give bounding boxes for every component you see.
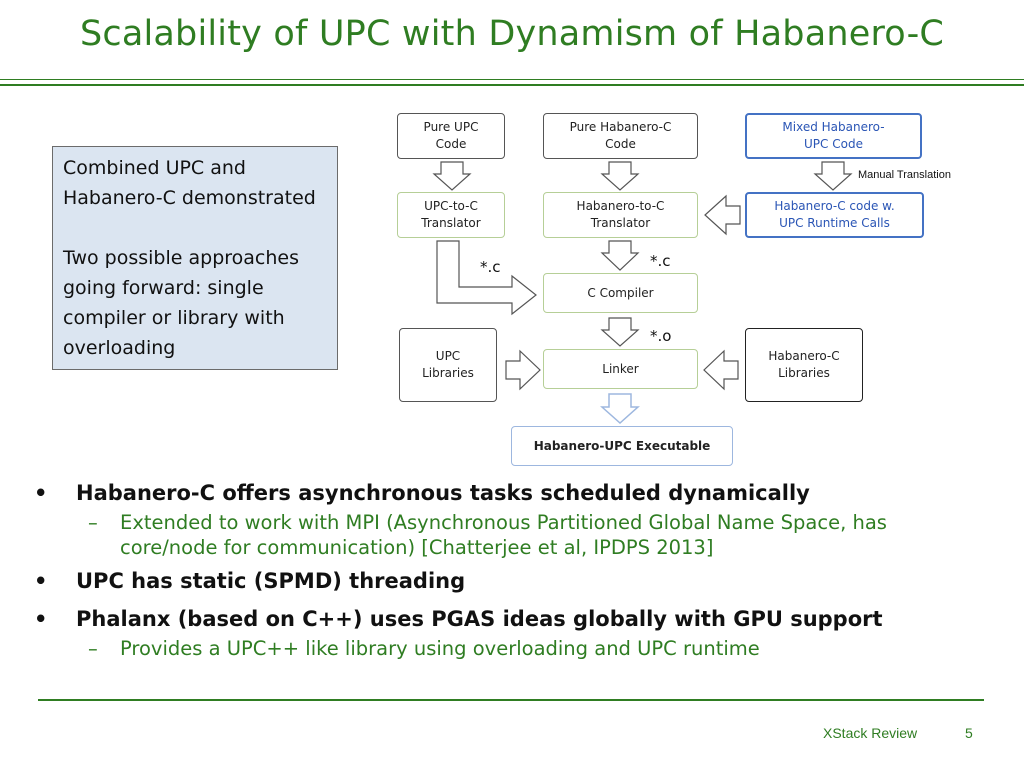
slide-title: Scalability of UPC with Dynamism of Haba…	[79, 14, 945, 54]
sub-bullet-item: – Provides a UPC++ like library using ov…	[30, 636, 990, 661]
sub-bullet-marker: –	[88, 511, 98, 534]
sub-bullet-item: – Extended to work with MPI (Asynchronou…	[30, 510, 990, 560]
bullet-marker: •	[34, 569, 48, 593]
footer-label: XStack Review	[823, 725, 918, 741]
bullet-text: Habanero-C offers asynchronous tasks sch…	[76, 481, 810, 505]
down-arrow-executable	[600, 393, 640, 425]
upc-libraries-box: UPC Libraries	[399, 328, 497, 402]
bullet-marker: •	[34, 607, 48, 631]
bullet-list: • Habanero-C offers asynchronous tasks s…	[30, 478, 990, 667]
note-line: going forward: single	[63, 277, 264, 299]
bullet-text: UPC has static (SPMD) threading	[76, 569, 466, 593]
down-arrow-hc-translator	[600, 240, 640, 271]
note-line: Habanero-C demonstrated	[63, 187, 316, 209]
habanero-libraries-box: Habanero-C Libraries	[745, 328, 863, 402]
note-line: Two possible approaches	[63, 247, 299, 269]
pure-habanero-box: Pure Habanero-C Code	[543, 113, 698, 159]
bullet-text: Phalanx (based on C++) uses PGAS ideas g…	[76, 607, 883, 631]
upc-translator-box: UPC-to-C Translator	[397, 192, 505, 238]
left-arrow-hc-libraries	[703, 349, 739, 391]
down-arrow-compiler	[600, 317, 640, 347]
down-arrow-hc	[600, 161, 640, 191]
title-rule-bold	[0, 84, 1024, 86]
pure-upc-box: Pure UPC Code	[397, 113, 505, 159]
c-compiler-box: C Compiler	[543, 273, 698, 313]
habanero-translator-box: Habanero-to-C Translator	[543, 192, 698, 238]
object-file-label: *.o	[650, 327, 672, 345]
note-line: compiler or library with	[63, 307, 285, 329]
summary-note: Combined UPC and Habanero-C demonstrated…	[52, 146, 338, 370]
c-file-label-right: *.c	[650, 252, 671, 270]
bullet-item: • Habanero-C offers asynchronous tasks s…	[30, 478, 990, 508]
habanero-runtime-box: Habanero-C code w. UPC Runtime Calls	[745, 192, 924, 238]
sub-bullet-text: Provides a UPC++ like library using over…	[120, 637, 760, 660]
note-line: overloading	[63, 337, 176, 359]
bullet-item: • Phalanx (based on C++) uses PGAS ideas…	[30, 604, 990, 634]
bullet-item: • UPC has static (SPMD) threading	[30, 566, 990, 596]
sub-bullet-text: Extended to work with MPI (Asynchronous …	[120, 511, 887, 559]
elbow-arrow-upc	[436, 240, 537, 316]
down-arrow-mixed	[813, 161, 853, 191]
sub-bullet-marker: –	[88, 637, 98, 660]
linker-box: Linker	[543, 349, 698, 389]
bullet-marker: •	[34, 481, 48, 505]
manual-translation-label: Manual Translation	[858, 169, 951, 181]
note-line: Combined UPC and	[63, 157, 246, 179]
mixed-code-box: Mixed Habanero- UPC Code	[745, 113, 922, 159]
executable-box: Habanero-UPC Executable	[511, 426, 733, 466]
page-number: 5	[965, 725, 973, 741]
right-arrow-upc-libraries	[505, 349, 541, 391]
left-arrow-runtime	[704, 194, 741, 236]
down-arrow-upc	[432, 161, 472, 191]
c-file-label-left: *.c	[480, 258, 501, 276]
title-rule	[0, 79, 1024, 80]
footer-rule	[38, 699, 984, 701]
